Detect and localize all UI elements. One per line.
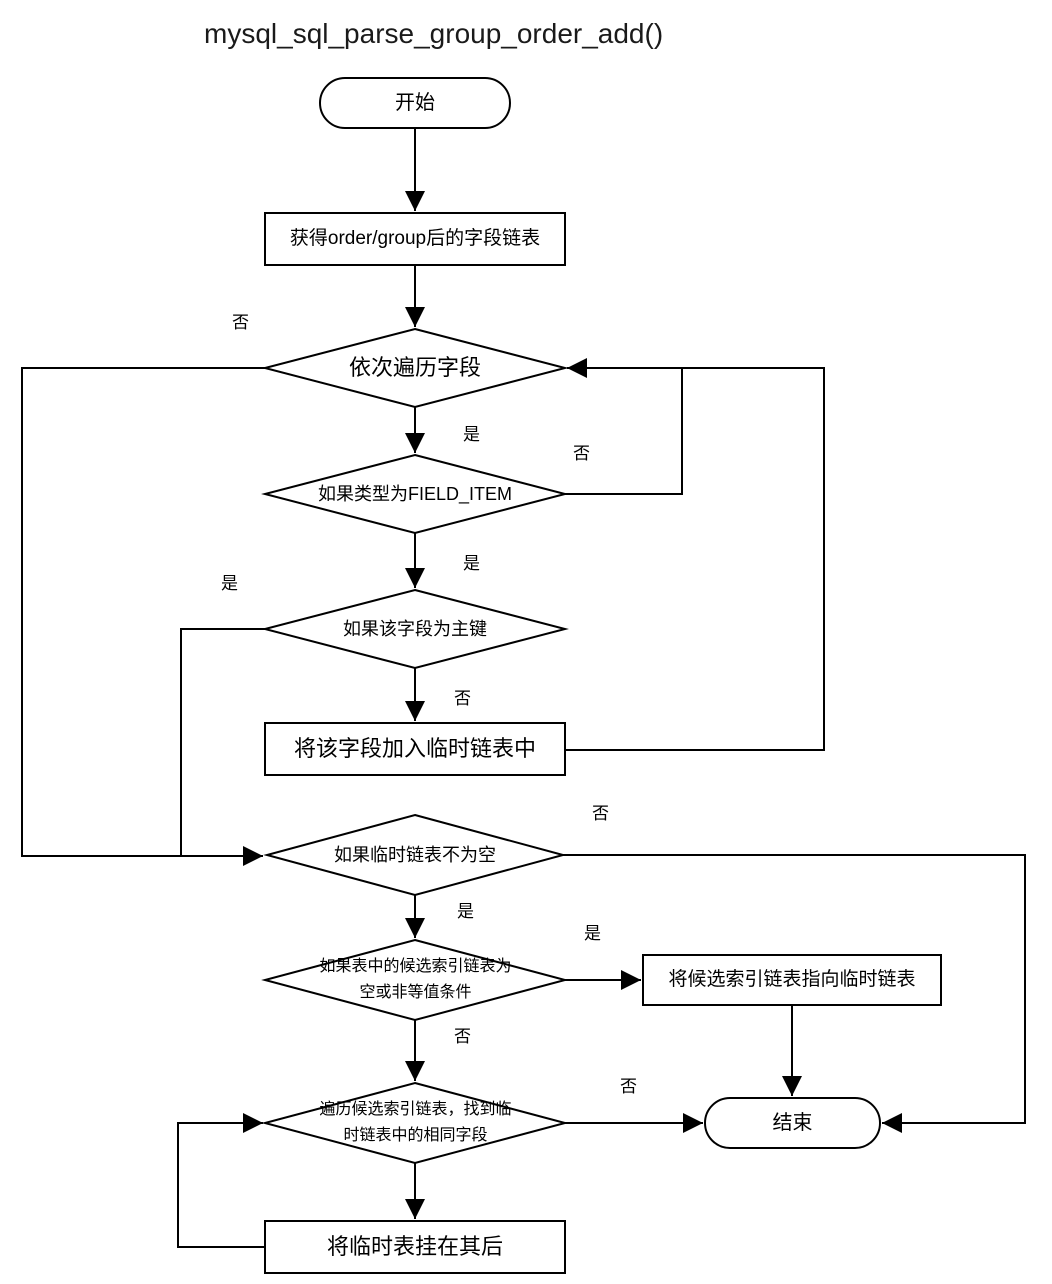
end-terminator-shape [704,1097,881,1149]
append-temp-list-shape [264,1220,566,1274]
edge-label-traverse-no: 否 [620,1077,637,1096]
edge-addtemp-loop-back [565,358,825,751]
node-start-label: 开始 [395,91,435,114]
node-traverse-candidate-label: 遍历候选索引链表，找到临时链表中的相同字段 [319,1101,512,1144]
edge-primarykey-yes-down [180,628,265,856]
node-type-is-field-item-label: 如果类型为FIELD_ITEM [317,483,513,504]
edge-label-primary-key-yes: 是 [221,574,238,593]
edge-label-primary-key-no: 否 [454,689,471,708]
node-temp-list-not-empty-label: 如果临时链表不为空 [334,844,496,865]
traverse-candidate-diamond [261,1081,569,1165]
edge-appendtemp-loop-back [177,1113,265,1248]
node-end-label: 结束 [772,1111,813,1134]
temp-list-not-empty-diamond [263,813,567,897]
field-is-primary-key-diamond [261,588,569,670]
edge-label-iterate-yes: 是 [463,425,480,444]
edge-label-field-item-yes: 是 [463,554,480,573]
iterate-fields-diamond [261,327,569,409]
node-append-temp-list-label: 将临时表挂在其后 [326,1234,503,1260]
type-is-field-item-diamond [261,453,569,535]
node-field-is-primary-key-label: 如果该字段为主键 [343,618,487,639]
node-candidate-index-empty-label: 如果表中的候选索引链表为空或非等值条件 [319,958,512,1001]
node-point-candidate-to-temp-label: 将候选索引链表指向临时链表 [668,969,916,991]
edge-fielditem-no-loop [565,368,683,495]
node-add-field-to-temp-list-label: 将该字段加入临时链表中 [293,736,536,762]
edge-label-temp-not-empty-yes: 是 [457,902,474,921]
node-get-field-list-label: 获得order/group后的字段链表 [289,228,541,250]
get-field-list-shape [264,212,566,266]
candidate-index-empty-diamond [261,938,569,1022]
edge-iterate-no-down [21,367,265,866]
node-iterate-fields-label: 依次遍历字段 [348,355,481,381]
edge-tempnotempty-no-to-end [563,854,1026,1133]
diagram-title: mysql_sql_parse_group_order_add() [204,18,664,49]
edge-label-field-item-no: 否 [573,444,590,463]
point-candidate-to-temp-shape [642,954,942,1006]
start-terminator-shape [319,77,511,129]
edge-label-candidate-no: 否 [454,1027,471,1046]
add-field-to-temp-list-shape [264,722,566,776]
edge-label-candidate-yes: 是 [584,924,601,943]
edge-label-iterate-no: 否 [232,313,249,332]
edge-label-temp-not-empty-no: 否 [592,804,609,823]
